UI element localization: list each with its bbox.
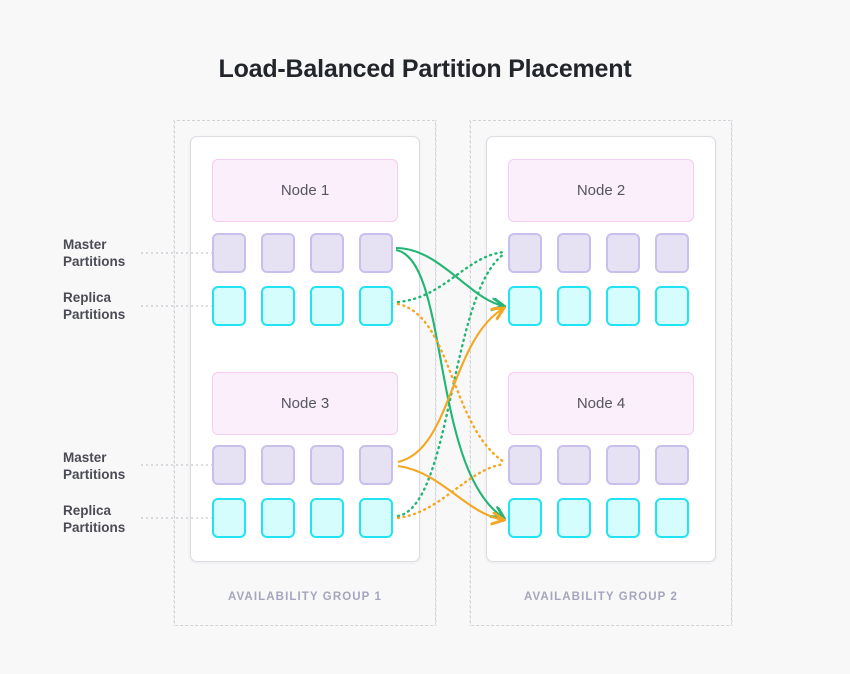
label-replica-partitions-top: Replica Partitions <box>63 289 173 323</box>
availability-group-2-label: AVAILABILITY GROUP 2 <box>523 591 679 603</box>
partition-replica-node-1-2[interactable] <box>261 286 295 326</box>
partition-replica-node-4-4[interactable] <box>655 498 689 538</box>
label-line-2: Partitions <box>63 307 126 322</box>
partition-master-node-4-4[interactable] <box>655 445 689 485</box>
partition-master-node-3-3[interactable] <box>310 445 344 485</box>
partition-replica-node-3-1[interactable] <box>212 498 246 538</box>
label-line-1: Replica <box>63 503 112 518</box>
page-title: Load-Balanced Partition Placement <box>218 55 632 83</box>
partition-replica-node-2-1[interactable] <box>508 286 542 326</box>
availability-group-1-label: AVAILABILITY GROUP 1 <box>227 591 383 603</box>
partition-master-node-1-3[interactable] <box>310 233 344 273</box>
partition-replica-node-1-3[interactable] <box>310 286 344 326</box>
partition-replica-node-4-3[interactable] <box>606 498 640 538</box>
partition-master-node-1-4[interactable] <box>359 233 393 273</box>
partition-replica-node-4-1[interactable] <box>508 498 542 538</box>
node-box-node-4[interactable]: Node 4 <box>508 372 694 435</box>
label-line-1: Replica <box>63 290 112 305</box>
label-replica-partitions-bottom: Replica Partitions <box>63 502 173 536</box>
label-line-2: Partitions <box>63 254 126 269</box>
node-label: Node 1 <box>280 182 330 199</box>
partition-replica-node-3-4[interactable] <box>359 498 393 538</box>
partition-master-node-2-4[interactable] <box>655 233 689 273</box>
partition-master-node-1-1[interactable] <box>212 233 246 273</box>
partition-master-node-3-1[interactable] <box>212 445 246 485</box>
label-line-2: Partitions <box>63 467 126 482</box>
label-line-2: Partitions <box>63 520 126 535</box>
partition-replica-node-2-3[interactable] <box>606 286 640 326</box>
partition-master-node-1-2[interactable] <box>261 233 295 273</box>
partition-master-node-3-4[interactable] <box>359 445 393 485</box>
node-box-node-2[interactable]: Node 2 <box>508 159 694 222</box>
node-label: Node 4 <box>576 395 626 412</box>
partition-master-node-4-2[interactable] <box>557 445 591 485</box>
label-master-partitions-bottom: Master Partitions <box>63 449 173 483</box>
label-master-partitions-top: Master Partitions <box>63 236 173 270</box>
partition-replica-node-1-4[interactable] <box>359 286 393 326</box>
node-label: Node 3 <box>280 395 330 412</box>
partition-master-node-2-1[interactable] <box>508 233 542 273</box>
partition-replica-node-3-2[interactable] <box>261 498 295 538</box>
partition-master-node-2-2[interactable] <box>557 233 591 273</box>
node-box-node-1[interactable]: Node 1 <box>212 159 398 222</box>
partition-replica-node-4-2[interactable] <box>557 498 591 538</box>
partition-replica-node-1-1[interactable] <box>212 286 246 326</box>
node-label: Node 2 <box>576 182 626 199</box>
partition-master-node-2-3[interactable] <box>606 233 640 273</box>
node-box-node-3[interactable]: Node 3 <box>212 372 398 435</box>
partition-master-node-4-1[interactable] <box>508 445 542 485</box>
label-line-1: Master <box>63 237 107 252</box>
partition-master-node-4-3[interactable] <box>606 445 640 485</box>
partition-replica-node-2-2[interactable] <box>557 286 591 326</box>
partition-master-node-3-2[interactable] <box>261 445 295 485</box>
partition-replica-node-3-3[interactable] <box>310 498 344 538</box>
label-line-1: Master <box>63 450 107 465</box>
partition-replica-node-2-4[interactable] <box>655 286 689 326</box>
